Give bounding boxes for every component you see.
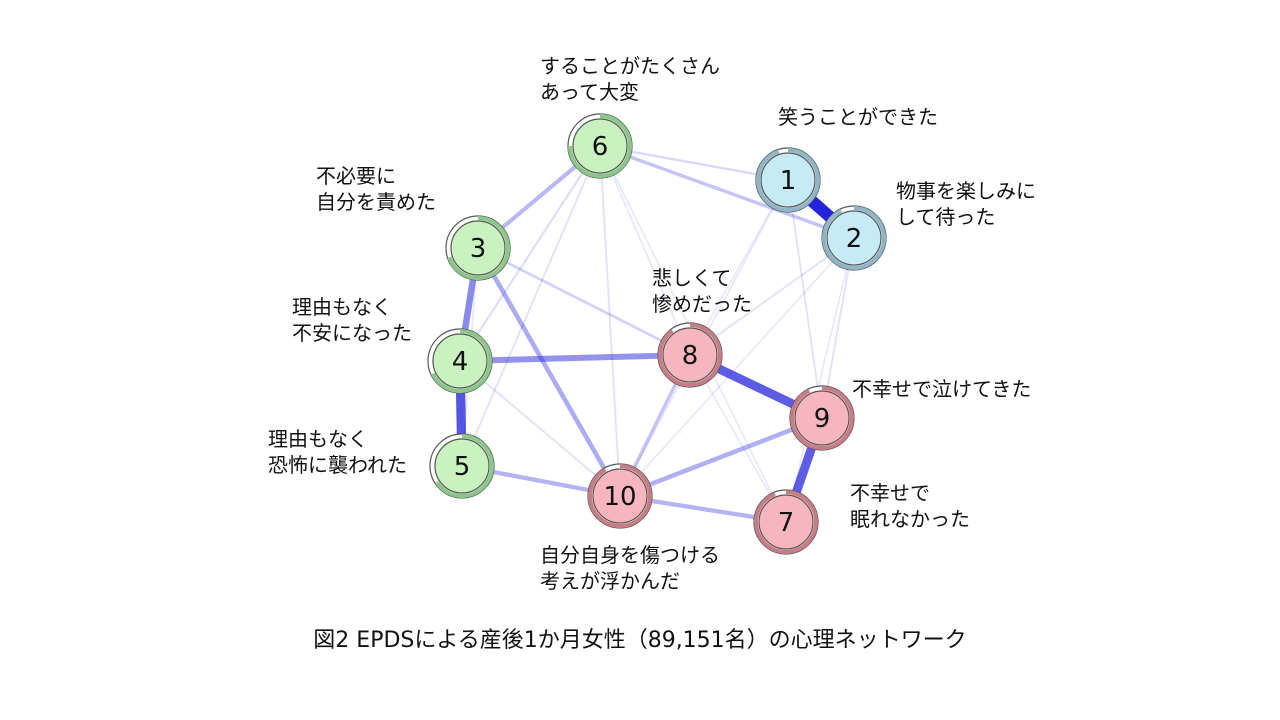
node-pie-arc <box>756 148 820 212</box>
node-circle <box>432 333 488 389</box>
node-9-description: 不幸せで泣けてきた <box>852 377 1031 401</box>
node-9: 9 <box>789 385 855 451</box>
node-circle <box>760 152 816 208</box>
description-line: 理由もなく <box>292 295 392 319</box>
node-number: 7 <box>778 508 795 538</box>
description-line: して待った <box>896 205 995 229</box>
node-1: 1 <box>755 147 821 213</box>
node-circle <box>572 118 628 174</box>
description-line: 恐怖に襲われた <box>268 453 407 477</box>
node-number: 2 <box>846 224 863 254</box>
description-line: 自分を責めた <box>316 190 436 214</box>
node-number: 5 <box>454 452 471 482</box>
edge-6-4 <box>458 144 602 363</box>
label-layer: 笑うことができた物事を楽しみにして待った不必要に自分を責めた理由もなく不安になっ… <box>268 54 1036 593</box>
description-line: あって大変 <box>540 80 639 104</box>
node-circle <box>450 220 506 276</box>
node-pie-arc <box>588 464 652 528</box>
node-pie-arc <box>434 434 494 498</box>
node-4: 4 <box>427 328 493 394</box>
node-4-description: 理由もなく不安になった <box>292 295 412 345</box>
node-circle <box>826 210 882 266</box>
edge-1-9 <box>787 179 823 419</box>
edge-4-8 <box>457 352 693 364</box>
node-circle <box>794 390 850 446</box>
description-line: 理由もなく <box>268 427 368 451</box>
edge-6-5 <box>461 145 601 467</box>
node-pie-arc <box>822 206 886 270</box>
node-2-description: 物事を楽しみにして待った <box>896 179 1036 229</box>
node-circle <box>758 494 814 550</box>
node-7: 7 <box>753 489 819 555</box>
node-number: 10 <box>603 482 636 512</box>
node-pie-arc <box>447 216 510 280</box>
edge-6-8 <box>599 145 691 356</box>
node-number: 4 <box>452 347 469 377</box>
edge-1-8 <box>689 179 789 356</box>
description-line: 悲しくて <box>652 266 731 290</box>
node-8-description: 悲しくて惨めだった <box>652 266 752 316</box>
edge-9-10 <box>617 415 825 499</box>
node-circle <box>662 327 718 383</box>
description-line: 不幸せで泣けてきた <box>852 377 1031 401</box>
edge-2-7 <box>785 237 855 523</box>
edge-2-10 <box>619 237 855 497</box>
description-line: 眠れなかった <box>850 507 970 531</box>
node-layer: 1 2 3 4 5 6 7 8 9 10 <box>427 113 887 555</box>
node-number: 9 <box>814 404 831 434</box>
node-number: 8 <box>682 341 699 371</box>
description-line: 自分自身を傷つける <box>540 543 720 567</box>
description-line: 不安になった <box>292 321 412 345</box>
edge-6-10 <box>599 145 621 497</box>
node-6-description: することがたくさんあって大変 <box>540 54 720 104</box>
node-pie-arc <box>658 323 722 387</box>
description-line: 不幸せで <box>850 481 930 505</box>
description-line: 惨めだった <box>652 292 752 316</box>
node-5-description: 理由もなく恐怖に襲われた <box>268 427 407 477</box>
node-number: 3 <box>470 234 487 264</box>
figure-caption: 図2 EPDSによる産後1か月女性（89,151名）の心理ネットワーク <box>313 628 967 653</box>
edge-layer <box>455 143 860 527</box>
node-pie-arc <box>431 329 492 393</box>
node-6: 6 <box>567 113 633 179</box>
description-line: 考えが浮かんだ <box>540 569 680 593</box>
node-3-description: 不必要に自分を責めた <box>316 164 436 214</box>
node-number: 1 <box>780 166 797 196</box>
node-circle <box>434 438 490 494</box>
node-number: 6 <box>592 132 609 162</box>
description-line: 不必要に <box>316 164 396 188</box>
edge-3-8 <box>476 246 692 357</box>
edge-4-10 <box>459 360 621 497</box>
node-circle <box>592 468 648 524</box>
description-line: 物事を楽しみに <box>896 179 1036 203</box>
node-pie-arc <box>754 490 818 554</box>
node-10: 10 <box>587 463 653 529</box>
node-7-description: 不幸せで眠れなかった <box>850 481 970 531</box>
node-1-description: 笑うことができた <box>778 105 938 129</box>
node-2: 2 <box>821 205 887 271</box>
edge-2-8 <box>689 237 855 356</box>
node-10-description: 自分自身を傷つける考えが浮かんだ <box>540 543 720 593</box>
node-pie-arc <box>568 114 632 178</box>
node-8: 8 <box>657 322 723 388</box>
node-5: 5 <box>429 433 495 499</box>
description-line: 笑うことができた <box>778 105 938 129</box>
node-3: 3 <box>445 215 511 281</box>
edge-3-10 <box>475 245 623 499</box>
node-pie-arc <box>790 386 854 450</box>
description-line: することがたくさん <box>540 54 720 78</box>
edge-6-2 <box>598 144 856 240</box>
